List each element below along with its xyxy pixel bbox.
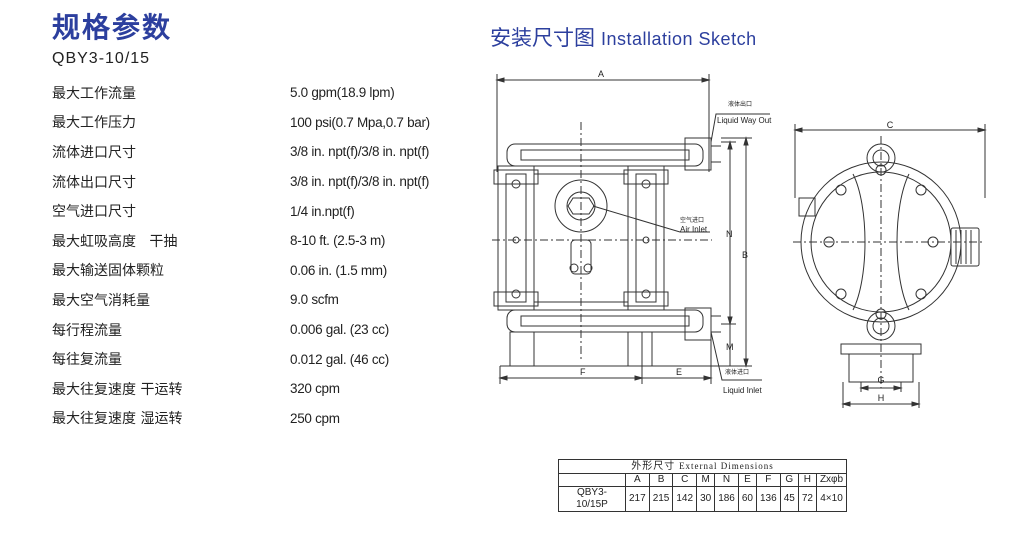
spec-label: 最大虹吸高度 干抽 [52, 233, 178, 250]
spec-list: 最大工作流量 5.0 gpm(18.9 lpm) 最大工作压力 100 psi(0.… [52, 78, 472, 433]
spec-label: 最大输送固体颗粒 [52, 263, 164, 280]
spec-value: 100 psi(0.7 Mpa,0.7 bar) [290, 114, 430, 130]
table-header-cell: M [696, 473, 716, 487]
spec-row: 最大空气消耗量 9.0 scfm [52, 285, 472, 315]
table-caption: 外形尺寸 External Dimensions [557, 459, 848, 474]
spec-value: 250 cpm [290, 410, 340, 426]
dim-label-a: A [598, 69, 604, 79]
dim-label-c: C [887, 120, 894, 130]
air-inlet-label-cn: 空气进口 [680, 216, 704, 224]
table-caption-en: External Dimensions [679, 461, 774, 471]
table-cell: 136 [756, 486, 781, 512]
spec-row: 最大输送固体颗粒 0.06 in. (1.5 mm) [52, 256, 472, 286]
spec-label: 最大空气消耗量 [52, 292, 150, 309]
spec-value: 9.0 scfm [290, 292, 339, 308]
table-caption-row: 外形尺寸 External Dimensions [557, 459, 848, 474]
dim-label-h: H [878, 393, 885, 403]
spec-value: 3/8 in. npt(f)/3/8 in. npt(f) [290, 174, 430, 190]
table-cell: 4×10 [815, 486, 848, 512]
spec-value: 320 cpm [290, 381, 340, 397]
spec-row: 每往复流量 0.012 gal. (46 cc) [52, 344, 472, 374]
spec-row: 最大虹吸高度 干抽 8-10 ft. (2.5-3 m) [52, 226, 472, 256]
table-cell: 186 [714, 486, 739, 512]
dim-label-b: B [742, 250, 748, 260]
dim-label-m: M [726, 342, 734, 352]
liquid-in-label: Liquid Inlet [723, 386, 762, 395]
spec-title: 规格参数 [52, 11, 173, 44]
spec-value: 0.012 gal. (46 cc) [290, 351, 389, 367]
spec-value: 3/8 in. npt(f)/3/8 in. npt(f) [290, 144, 430, 160]
table-header-cell: A [625, 473, 650, 487]
spec-row: 最大工作压力 100 psi(0.7 Mpa,0.7 bar) [52, 108, 472, 138]
spec-label: 流体进口尺寸 [52, 144, 136, 161]
dim-label-n: N [726, 229, 733, 239]
liquid-out-label: Liquid Way Out [717, 116, 772, 125]
table-cell: 215 [648, 486, 674, 512]
table-header-row: A B C M N E F G H Zxφb [558, 473, 848, 487]
spec-value: 0.006 gal. (23 cc) [290, 322, 389, 338]
table-cell: 45 [779, 486, 799, 512]
table-cell: 142 [672, 486, 698, 512]
table-header-cell: C [672, 473, 698, 487]
spec-label: 最大往复速度 干运转 [52, 381, 183, 398]
table-cell: 30 [696, 486, 716, 512]
liquid-out-label-cn: 液体出口 [728, 100, 752, 108]
liquid-in-label-cn: 液体进口 [725, 368, 749, 376]
dim-label-g: G [877, 375, 884, 385]
spec-label: 空气进口尺寸 [52, 204, 136, 221]
table-row: QBY3-10/15P 217 215 142 30 186 60 136 45… [558, 486, 848, 512]
table-header-cell: B [648, 473, 674, 487]
table-row-label: QBY3-10/15P [558, 486, 626, 512]
sketch-title-cn: 安装尺寸图 [490, 26, 595, 50]
spec-row: 最大往复速度 干运转 320 cpm [52, 374, 472, 404]
spec-label: 最大工作流量 [52, 85, 136, 102]
front-view-drawing: A N B M F E 液体出口 Liquid Way Out 空气进口 Air… [492, 69, 772, 395]
table-header-cell: H [797, 473, 817, 487]
table-header-cell: N [714, 473, 739, 487]
dim-label-f: F [580, 367, 586, 377]
spec-label: 每行程流量 [52, 322, 122, 339]
dimensions-table: 外形尺寸 External Dimensions A B C M N E F G… [557, 459, 848, 512]
table-cell: 60 [737, 486, 758, 512]
spec-row: 每行程流量 0.006 gal. (23 cc) [52, 315, 472, 345]
spec-row: 流体进口尺寸 3/8 in. npt(f)/3/8 in. npt(f) [52, 137, 472, 167]
dim-label-e: E [676, 367, 682, 377]
spec-row: 最大工作流量 5.0 gpm(18.9 lpm) [52, 78, 472, 108]
spec-row: 流体出口尺寸 3/8 in. npt(f)/3/8 in. npt(f) [52, 167, 472, 197]
spec-label: 每往复流量 [52, 352, 122, 369]
sketch-title: 安装尺寸图 Installation Sketch [490, 22, 757, 52]
spec-label: 流体出口尺寸 [52, 174, 136, 191]
spec-value: 0.06 in. (1.5 mm) [290, 262, 387, 278]
table-caption-cn: 外形尺寸 [631, 461, 676, 472]
table-header-cell: G [779, 473, 799, 487]
table-cell: 72 [797, 486, 817, 512]
table-header-blank [558, 473, 626, 487]
spec-value: 8-10 ft. (2.5-3 m) [290, 233, 386, 249]
spec-value: 5.0 gpm(18.9 lpm) [290, 85, 395, 101]
table-cell: 217 [625, 486, 650, 512]
spec-value: 1/4 in.npt(f) [290, 203, 355, 219]
spec-row: 最大往复速度 湿运转 250 cpm [52, 404, 472, 434]
spec-label: 最大往复速度 湿运转 [52, 411, 183, 428]
table-header-cell: Zxφb [815, 473, 848, 487]
side-view-drawing: C G H [793, 120, 987, 408]
table-header-cell: E [737, 473, 758, 487]
table-header-cell: F [756, 473, 781, 487]
model-number: QBY3-10/15 [52, 50, 151, 67]
sketch-title-en: Installation Sketch [601, 29, 757, 49]
air-inlet-label: Air Inlet [680, 225, 708, 234]
spec-label: 最大工作压力 [52, 115, 136, 132]
spec-row: 空气进口尺寸 1/4 in.npt(f) [52, 196, 472, 226]
